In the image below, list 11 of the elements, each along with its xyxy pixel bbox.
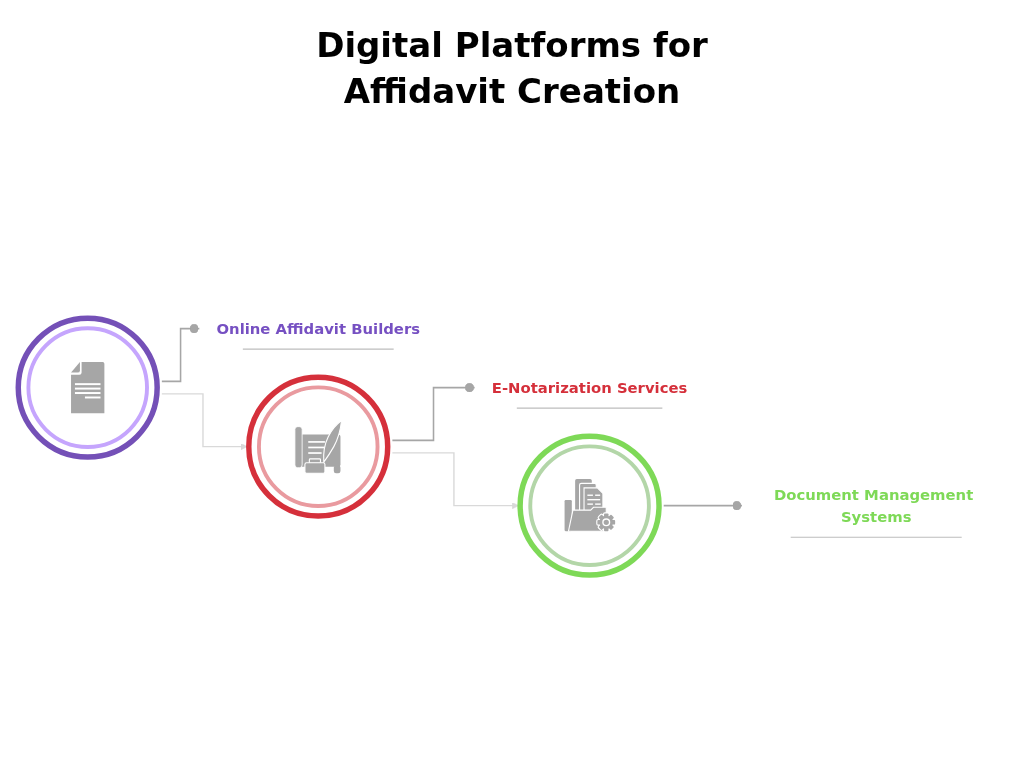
arrow [391, 452, 519, 509]
circle-node [15, 315, 160, 460]
category-label: E-Notarization Services [491, 377, 688, 398]
circle-node [517, 433, 662, 578]
category-label: Online Affidavit Builders [216, 318, 420, 339]
category-label: Document Management Systems [772, 484, 975, 527]
diagram-title: Digital Platforms for Affidavit Creation [315, 24, 709, 113]
leader-line [662, 500, 743, 511]
circle-node [246, 374, 391, 519]
leader-line [161, 323, 201, 382]
leader-line [391, 382, 476, 441]
